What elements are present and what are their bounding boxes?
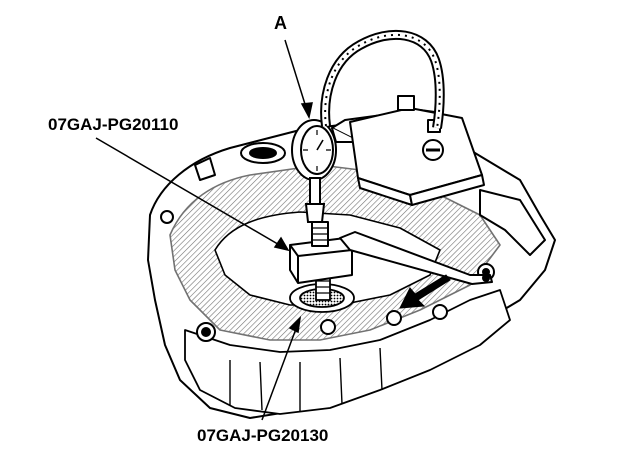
flexible-arm — [320, 29, 445, 129]
leader-lines — [95, 39, 313, 421]
direction-arrow — [399, 274, 451, 309]
callout-tool-lower: 07GAJ-PG20130 — [197, 426, 329, 445]
callout-tool-upper: 07GAJ-PG20110 — [48, 115, 179, 134]
dial-indicator — [291, 119, 337, 223]
callout-gauge-a: A — [274, 13, 287, 33]
tool-block — [289, 221, 493, 285]
